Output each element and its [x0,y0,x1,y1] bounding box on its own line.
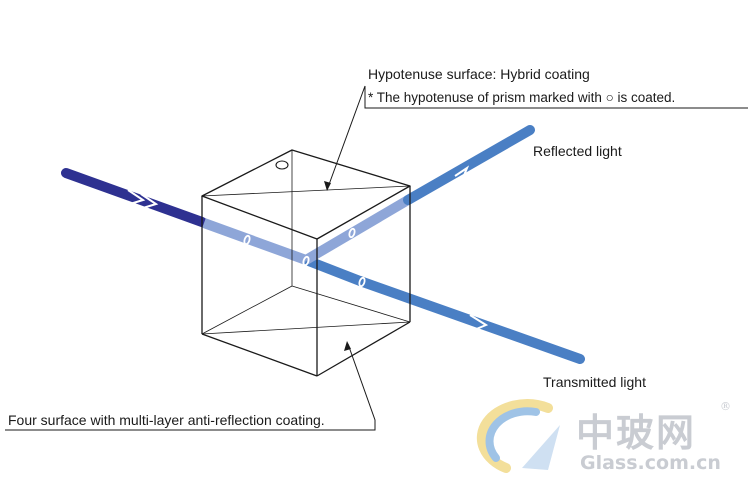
coating-mark [348,227,356,239]
watermark-registered-mark: ® [720,400,731,413]
leader-arrowheads [324,181,351,351]
transmitted-light-label: Transmitted light [543,374,646,390]
anti-reflection-coating-label: Four surface with multi-layer anti-refle… [8,412,325,428]
coating-mark [302,255,310,267]
hypotenuse-diagonal-bottom [201,321,411,335]
watermark-chinese-text: 中玻网 [576,410,697,455]
cube-edge [201,333,318,377]
coated-marker-circle [275,160,289,170]
cube-edge [316,321,411,377]
prism-cube [201,149,411,377]
reflected-light-label: Reflected light [533,143,622,159]
cube-hidden-edge [201,285,293,335]
incident-beam [61,168,207,227]
cube-hidden-edge [291,285,411,323]
coating-mark [358,276,366,288]
hypotenuse-diagonal-top [201,185,411,197]
coating-mark [243,234,251,246]
hypotenuse-coating-note: * The hypotenuse of prism marked with ○ … [368,90,676,105]
coating-marks [243,227,366,288]
transmitted-beam [355,276,585,364]
hypotenuse-surface-label: Hypotenuse surface: Hybrid coating [368,66,590,82]
watermark-domain-text: Glass.com.cn [580,452,721,474]
inner-beam [202,195,411,286]
ar-coating-leader [5,343,376,431]
leader-lines [5,85,748,431]
watermark-logo [476,399,560,473]
reflected-beam [403,125,535,205]
hypotenuse-leader [326,85,748,191]
